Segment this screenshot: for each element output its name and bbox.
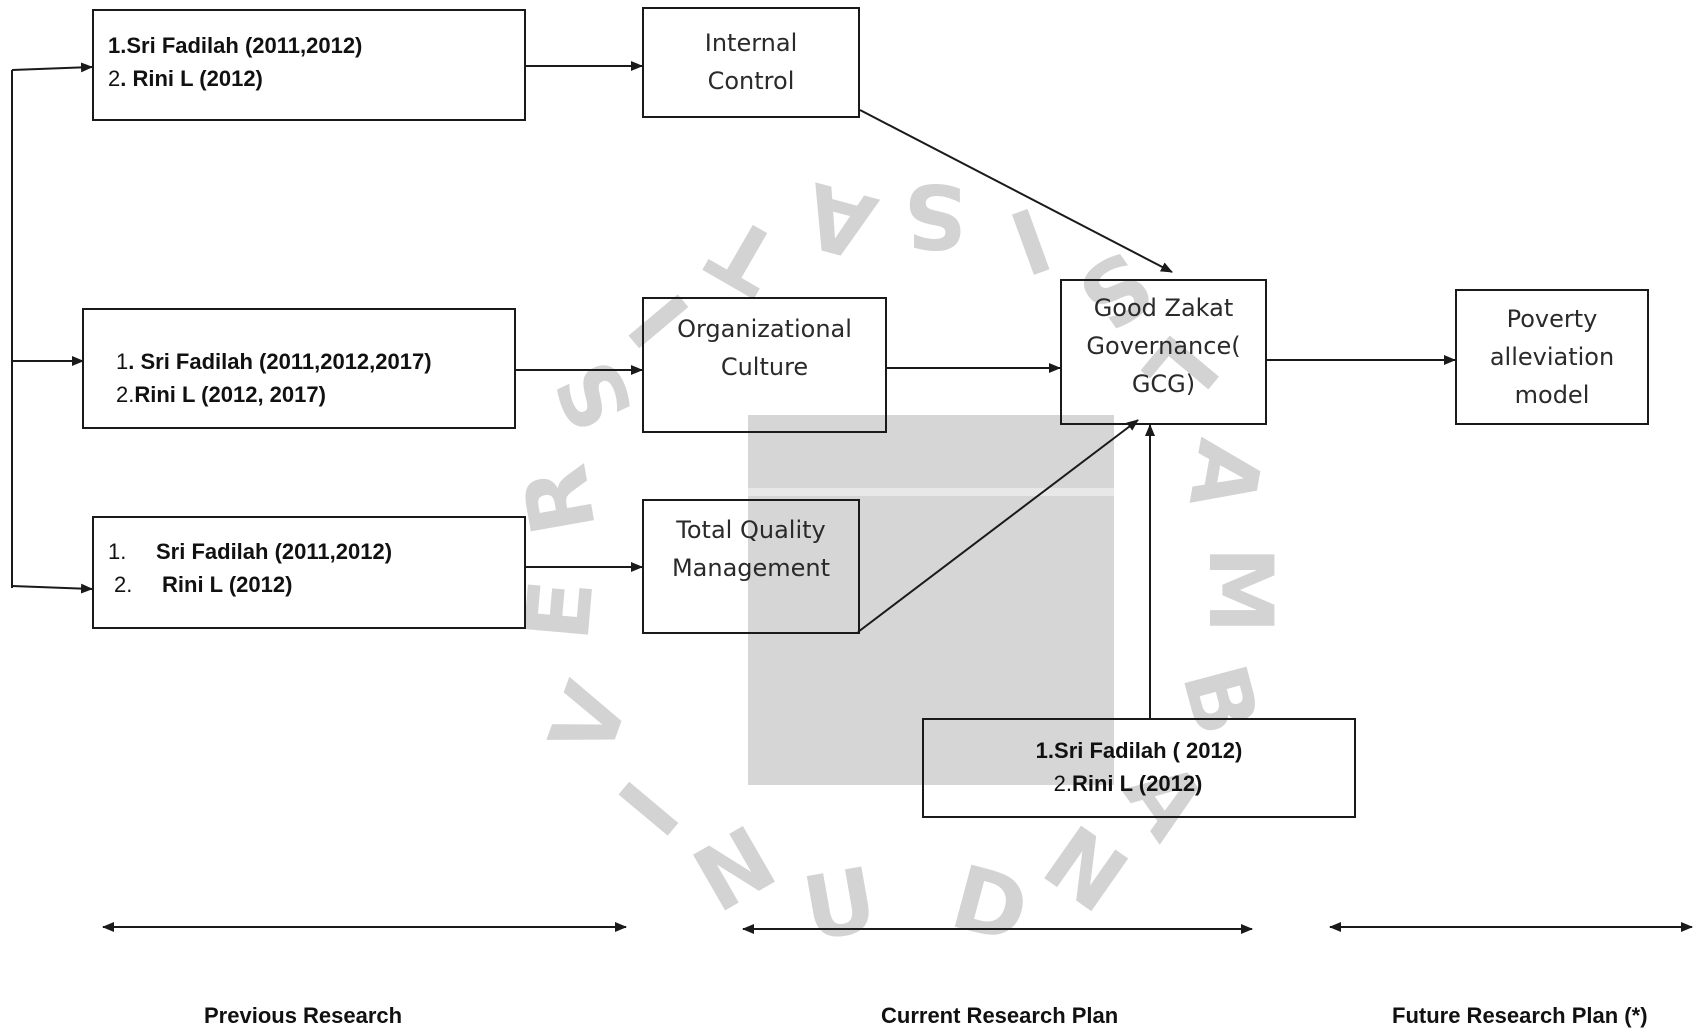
concept-line: Total Quality [676,516,826,544]
concept-internal-control: Internal Control [642,7,860,118]
ref-row: 2 . Rini L (2012) [108,66,263,91]
timeline-label-future: Future Research Plan (*) [1392,1003,1648,1028]
concept-poverty-alleviation: Poverty alleviation model [1455,289,1649,425]
concept-organizational-culture: Organizational Culture [642,297,887,433]
concept-line: Good Zakat [1093,294,1234,322]
ref-box-gcg: 1. Sri Fadilah ( 2012) 2. Rini L (2012) [922,718,1356,818]
ref-row: 2. Rini L (2012, 2017) [116,382,326,407]
ref-row: 1. Sri Fadilah (2011,2012) [108,33,363,58]
arrow-to-ref-tqm [11,583,93,594]
ref-box-internal-control: 1. Sri Fadilah (2011,2012) 2 . Rini L (2… [92,9,526,121]
ref-box-organizational-culture: 1 . Sri Fadilah (2011,2012,2017) 2. Rini… [82,308,516,429]
concept-line: alleviation [1489,343,1615,371]
concept-line: GCG) [1131,370,1196,398]
watermark-stripe [748,488,1114,496]
arrow-to-ref-ic [11,62,93,73]
concept-tqm: Total Quality Management [642,499,860,634]
arrow-ic-to-gcg [859,109,1173,273]
timeline-label-current: Current Research Plan [881,1003,1119,1028]
concept-line: Internal [704,29,798,57]
concept-line: Control [707,67,795,95]
timeline-label-previous: Previous Research [204,1003,403,1028]
concept-line: Organizational [677,315,852,343]
ref-row: 2. Rini L (2012) [114,572,293,597]
watermark-square [748,415,1114,785]
concept-line: Culture [720,353,809,381]
ref-row: 2. Rini L (2012) [1053,771,1203,796]
concept-line: Governance( [1086,332,1241,360]
ref-box-tqm: 1. Sri Fadilah (2011,2012) 2. Rini L (20… [92,516,526,629]
concept-gcg: Good Zakat Governance( GCG) [1060,279,1267,425]
concept-line: Management [671,554,831,582]
arrow-tqm-to-gcg [857,419,1139,633]
concept-line: model [1514,381,1590,409]
ref-row: 1. Sri Fadilah ( 2012) [1035,738,1243,763]
ref-row: 1 . Sri Fadilah (2011,2012,2017) [116,349,432,374]
concept-line: Poverty [1506,305,1598,333]
ref-row: 1. Sri Fadilah (2011,2012) [108,539,393,564]
